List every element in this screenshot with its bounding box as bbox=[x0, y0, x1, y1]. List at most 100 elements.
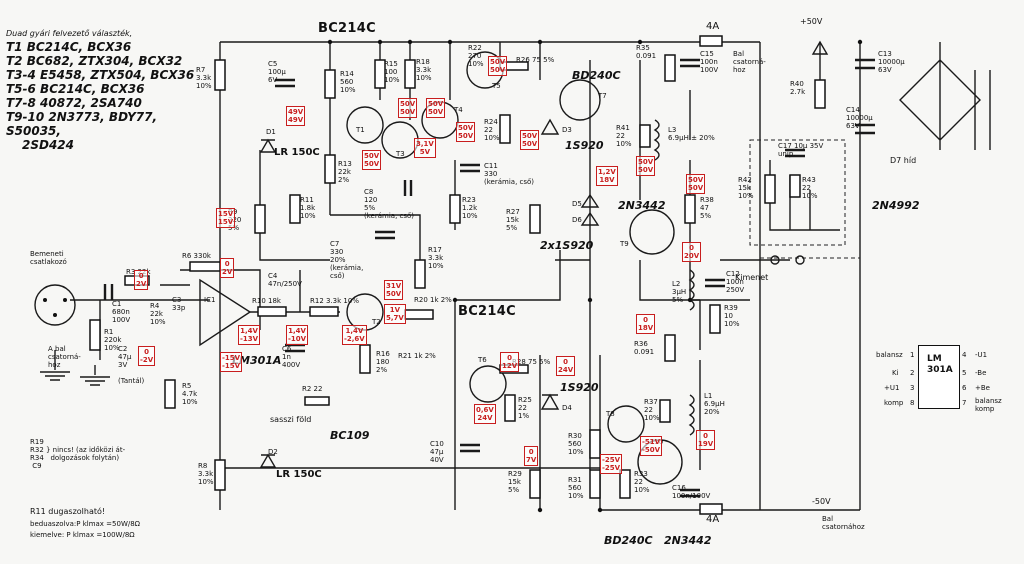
r24-body bbox=[499, 114, 511, 144]
voltage-annotation-a6: -15V -15V bbox=[220, 352, 243, 372]
r14-body bbox=[324, 69, 336, 99]
component-label-d2: D2 bbox=[268, 448, 278, 456]
component-label-r14: R14 560 10% bbox=[340, 70, 356, 94]
r10-body bbox=[257, 306, 287, 317]
fuse-bottom-body bbox=[699, 503, 723, 515]
voltage-annotation-a5: 1,4V -13V bbox=[238, 325, 261, 345]
r8-body bbox=[214, 459, 226, 491]
plus-50v-label: +50V bbox=[800, 17, 823, 26]
r36-body bbox=[664, 334, 676, 362]
component-label-r16: R16 180 2% bbox=[376, 350, 390, 374]
r31-body bbox=[589, 469, 601, 499]
component-label-r7: R7 3.3k 10% bbox=[196, 66, 212, 90]
component-label-r25: R25 22 1% bbox=[518, 396, 532, 420]
t8-circle bbox=[607, 405, 645, 443]
r1-body bbox=[89, 319, 101, 351]
component-label-t2: T2 bbox=[372, 318, 381, 326]
voltage-annotation-a29: -51V -50V bbox=[640, 436, 663, 456]
component-label-r40: R40 2.7k bbox=[790, 80, 806, 96]
component-label-r1: R1 220k 10% bbox=[104, 328, 122, 352]
component-label-c8: C8 120 5% (kerámia, cső) bbox=[364, 188, 415, 220]
lm301a-pinout: LM 301A bbox=[918, 345, 960, 409]
voltage-annotation-a19: 1,2V 18V bbox=[596, 166, 618, 186]
pinout-title: LM 301A bbox=[927, 354, 953, 375]
part-label-bc214c-top: BC214C bbox=[318, 21, 376, 36]
component-label-c15: C15 100n 100V bbox=[700, 50, 719, 74]
r42-body bbox=[764, 174, 776, 204]
capacitor-plates bbox=[103, 58, 875, 498]
component-label-ic1: IC1 bbox=[204, 296, 216, 304]
l3-coil bbox=[653, 119, 660, 161]
r33-body bbox=[619, 469, 631, 499]
pinout-right-label: balansz komp bbox=[975, 397, 1002, 413]
component-label-l1: L1 6.9µH 20% bbox=[704, 392, 725, 416]
opamp-triangle bbox=[199, 278, 252, 347]
voltage-annotation-a15: 50V 50V bbox=[362, 150, 382, 170]
pinout-pin-number: 5 bbox=[962, 369, 967, 377]
pin-dot-3 bbox=[53, 313, 57, 317]
pinout-pin-number: 2 bbox=[910, 369, 915, 377]
component-label-c2: C2 47µ 3V bbox=[118, 345, 132, 369]
voltage-annotation-a2: 0 -2V bbox=[138, 346, 156, 366]
voltage-annotation-a16: 50V 50V bbox=[456, 122, 476, 142]
voltage-annotation-a7: 1,4V -10V bbox=[286, 325, 309, 345]
component-label-r29: R29 15k 5% bbox=[508, 470, 522, 494]
r35-body bbox=[664, 54, 676, 82]
component-label-r24: R24 22 10% bbox=[484, 118, 500, 142]
legend-title: Duad gyári felvezető választék, bbox=[6, 29, 133, 38]
input-ground bbox=[40, 350, 70, 381]
r25-body bbox=[504, 394, 516, 422]
psu-wires bbox=[819, 42, 981, 510]
component-label-t5: T5 bbox=[492, 82, 501, 90]
component-label-t9: T9 bbox=[620, 240, 629, 248]
component-label-c7: C7 330 20% (kerámia, cső) bbox=[330, 240, 364, 280]
pin-dot-2 bbox=[63, 298, 67, 302]
component-label-c14: C14 10000µ 63V bbox=[846, 106, 873, 130]
r13-body bbox=[324, 154, 336, 184]
part-label-bc109: BC109 bbox=[330, 429, 370, 442]
t9-circle bbox=[629, 209, 675, 255]
power-note-removed: kiemelve: P klmax =100W/8Ω bbox=[30, 531, 135, 539]
semiconductor-legend: Duad gyári felvezető választék, T1 BC214… bbox=[6, 29, 211, 153]
legend-line: T7-8 40872, 2SA740 bbox=[6, 96, 142, 110]
r37-body bbox=[659, 399, 671, 423]
component-label-c3: C3 33p bbox=[172, 296, 186, 312]
part-label-bc214c-mid: BC214C bbox=[458, 304, 516, 319]
legend-line: T5-6 BC214C, BCX36 bbox=[6, 82, 145, 96]
r11-body bbox=[289, 194, 301, 224]
voltage-annotation-a9: 31V 50V bbox=[384, 280, 404, 300]
bridge-label: D7 híd bbox=[890, 156, 917, 165]
pinout-pin-number: 3 bbox=[910, 384, 915, 392]
left-channel-label: A bal csatorná- hoz bbox=[48, 345, 81, 369]
component-label-r15: R15 100 10% bbox=[384, 60, 400, 84]
transformer bbox=[974, 70, 991, 150]
component-label-c16: C16 100n/100V bbox=[672, 484, 711, 500]
component-label-c12: C12 100n 250V bbox=[726, 270, 745, 294]
t7-circle bbox=[559, 79, 601, 121]
component-label-c13: C13 10000µ 63V bbox=[878, 50, 905, 74]
bias-wires bbox=[259, 150, 421, 261]
voltage-annotation-a11: 49V 49V bbox=[286, 106, 306, 126]
voltage-annotation-a24: 0 12V bbox=[500, 352, 520, 372]
component-label-r26: R26 75 5% bbox=[516, 56, 555, 64]
component-label-r8: R8 3.3k 10% bbox=[198, 462, 214, 486]
part-label-2n4992: 2N4992 bbox=[872, 199, 920, 212]
r9-body bbox=[254, 204, 266, 234]
part-label-2x1s920: 2x1S920 bbox=[540, 239, 594, 252]
r43-body bbox=[789, 174, 801, 198]
component-label-r20: R20 1k 2% bbox=[414, 296, 452, 304]
part-label-lr150c-bottom: LR 150C bbox=[276, 469, 322, 480]
voltage-annotation-a17: 50V 50V bbox=[488, 56, 508, 76]
r12-body bbox=[309, 306, 339, 317]
omitted-parts-note: R19 R32 } nincs! (az időközi át- R34 dol… bbox=[30, 438, 126, 470]
power-note-inserted: beduaszolva:P klmax =50W/8Ω bbox=[30, 520, 141, 528]
voltage-annotation-a18: 50V 50V bbox=[520, 130, 540, 150]
component-label-c5: C5 100µ 6V bbox=[268, 60, 286, 84]
d4-symbol bbox=[540, 393, 560, 410]
d2-symbol bbox=[259, 453, 277, 468]
component-label-c1: C1 680n 100V bbox=[112, 300, 131, 324]
pinout-left-label: komp bbox=[884, 399, 904, 407]
component-label-d1: D1 bbox=[266, 128, 276, 136]
voltage-annotation-a10: 1V 5,7V bbox=[384, 304, 406, 324]
